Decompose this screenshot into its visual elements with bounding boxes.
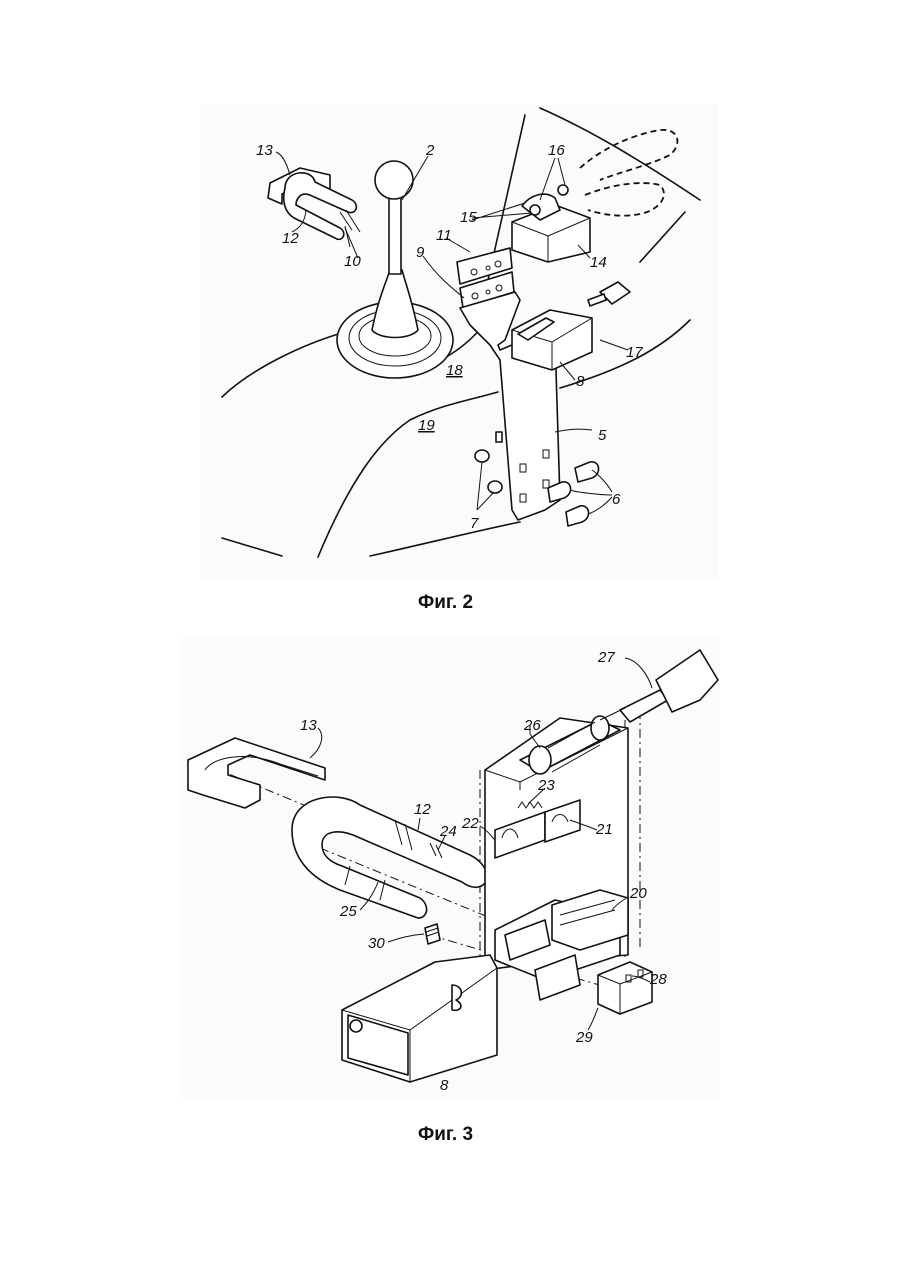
label-10: 10 [344, 253, 361, 270]
label-7: 7 [470, 515, 479, 532]
spring-30 [425, 924, 440, 944]
label-5: 5 [598, 427, 607, 444]
label-25: 25 [339, 903, 357, 920]
label-23: 23 [537, 777, 555, 794]
label-20: 20 [629, 885, 647, 902]
figure-3-caption: Фиг. 3 [418, 1124, 473, 1145]
figure-2-caption: Фиг. 2 [418, 592, 473, 613]
label-8: 8 [576, 373, 585, 390]
label-2: 2 [425, 142, 435, 159]
label-13: 13 [300, 717, 317, 734]
label-13: 13 [256, 142, 273, 159]
label-29: 29 [575, 1029, 593, 1046]
label-27: 27 [597, 649, 615, 666]
label-11: 11 [436, 227, 452, 244]
label-12: 12 [414, 801, 431, 818]
label-8: 8 [440, 1077, 449, 1094]
label-6: 6 [612, 491, 621, 508]
label-12: 12 [282, 230, 299, 247]
label-17: 17 [626, 344, 643, 361]
figure-3-drawing: 27 13 26 23 12 22 24 21 20 25 30 28 29 8 [180, 638, 720, 1098]
label-22: 22 [461, 815, 479, 832]
label-26: 26 [523, 717, 541, 734]
figure-2-drawing: 13 2 16 15 11 9 12 10 14 17 8 18 19 5 6 … [200, 105, 718, 580]
label-24: 24 [439, 823, 457, 840]
label-19: 19 [418, 417, 435, 434]
label-15: 15 [460, 209, 477, 226]
label-28: 28 [649, 971, 667, 988]
label-9: 9 [416, 244, 425, 261]
label-21: 21 [595, 821, 613, 838]
label-14: 14 [590, 254, 607, 271]
label-18: 18 [446, 362, 463, 379]
label-16: 16 [548, 142, 565, 159]
label-30: 30 [368, 935, 385, 952]
